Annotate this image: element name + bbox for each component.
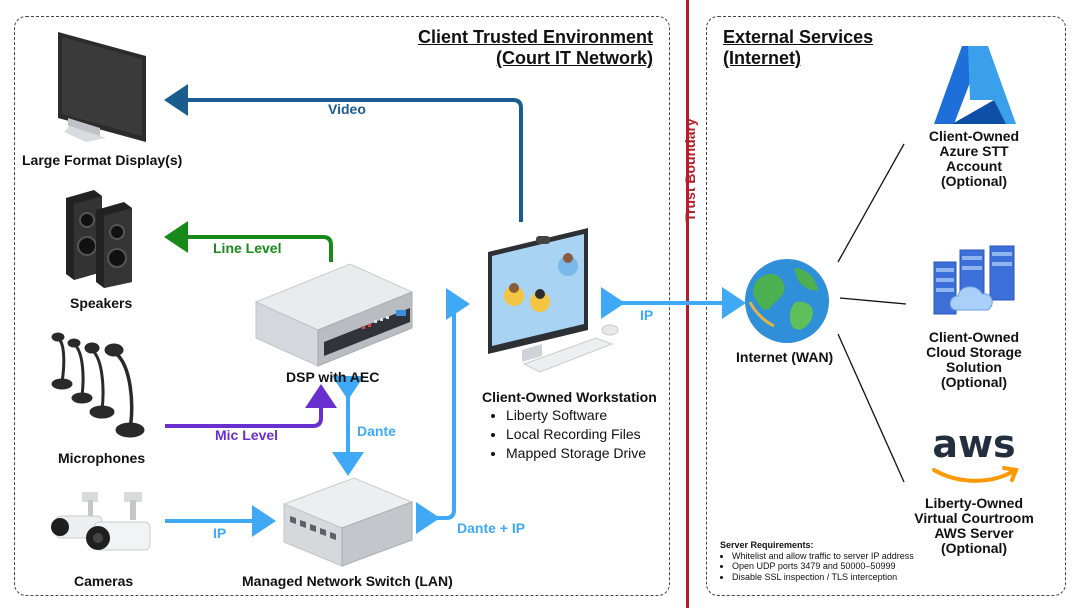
external-zone-title-line2: (Internet): [723, 48, 801, 68]
dante-flow-label: Dante: [357, 423, 396, 439]
workstation-icon: [488, 228, 619, 373]
azure-line-3: Account: [946, 158, 1002, 174]
client-zone-title: Client Trusted Environment (Court IT Net…: [418, 27, 653, 69]
azure-line-1: Client-Owned: [928, 128, 1020, 144]
cameras-icon: [51, 492, 151, 551]
dsp-label: DSP with AEC: [286, 369, 380, 385]
external-zone-title-line1: External Services: [723, 27, 874, 47]
internet-to-cloud-line: [839, 297, 907, 305]
dante-ip-flow-label: Dante + IP: [457, 520, 526, 536]
video-arrow: [164, 84, 523, 222]
server-requirements-title: Server Requirements:: [720, 540, 814, 550]
switch-label: Managed Network Switch (LAN): [242, 573, 453, 589]
cloud-storage-service-label: Client-Owned Cloud Storage Solution (Opt…: [904, 330, 1044, 390]
azure-service-label: Client-Owned Azure STT Account (Optional…: [904, 129, 1044, 189]
speakers-icon: [66, 190, 132, 288]
cloud-line-4: (Optional): [940, 374, 1008, 390]
microphones-icon: [51, 332, 145, 438]
requirement-item: Disable SSL inspection / TLS interceptio…: [732, 572, 914, 583]
display-label: Large Format Display(s): [22, 152, 183, 168]
cloud-storage-icon: [933, 245, 1015, 315]
ip-cameras-flow-label: IP: [213, 525, 227, 541]
requirement-item: Open UDP ports 3479 and 50000–50999: [732, 561, 914, 572]
internet-globe-icon: [745, 259, 829, 343]
aws-line-4: (Optional): [940, 540, 1008, 556]
dsp-icon: [254, 263, 414, 367]
aws-line-3: AWS Server: [934, 525, 1014, 541]
mic-level-arrow: [165, 384, 337, 428]
speakers-label: Speakers: [70, 295, 133, 311]
requirement-item: Whitelist and allow traffic to server IP…: [732, 551, 914, 562]
aws-line-1: Liberty-Owned: [924, 495, 1023, 511]
internet-label: Internet (WAN): [736, 349, 834, 365]
video-flow-label: Video: [328, 101, 366, 117]
azure-line-4: (Optional): [940, 173, 1008, 189]
client-trusted-environment-zone: Client Trusted Environment (Court IT Net…: [14, 16, 670, 596]
feature-item: Local Recording Files: [506, 425, 646, 444]
workstation-label: Client-Owned Workstation: [482, 389, 657, 405]
dante-ip-arrow: [416, 288, 470, 534]
azure-logo-icon: [934, 46, 1016, 124]
azure-line-2: Azure STT: [939, 143, 1009, 159]
cloud-line-3: Solution: [946, 359, 1002, 375]
aws-service-label: Liberty-Owned Virtual Courtroom AWS Serv…: [899, 496, 1049, 556]
feature-item: Liberty Software: [506, 406, 646, 425]
cloud-line-2: Cloud Storage: [926, 344, 1022, 360]
aws-logo-text: aws: [932, 422, 1016, 466]
workstation-feature-list: Liberty Software Local Recording Files M…: [488, 406, 646, 463]
aws-smile-icon: [932, 466, 1019, 483]
internet-to-aws-line: [837, 333, 905, 483]
line-level-flow-label: Line Level: [213, 240, 282, 256]
line-level-arrow: [164, 221, 333, 262]
feature-item: Mapped Storage Drive: [506, 444, 646, 463]
display-icon: [58, 32, 146, 142]
ip-internet-flow-label: IP: [640, 307, 654, 323]
network-switch-icon: [282, 477, 414, 567]
cameras-label: Cameras: [74, 573, 134, 589]
aws-line-2: Virtual Courtroom: [914, 510, 1034, 526]
external-zone-title: External Services (Internet): [723, 27, 873, 69]
internet-to-azure-line: [837, 143, 905, 263]
microphones-label: Microphones: [58, 450, 146, 466]
server-requirements: Server Requirements: Whitelist and allow…: [720, 540, 914, 582]
mic-level-flow-label: Mic Level: [215, 427, 279, 443]
cloud-line-1: Client-Owned: [928, 329, 1020, 345]
client-zone-title-line1: Client Trusted Environment: [417, 27, 653, 47]
client-zone-title-line2: (Court IT Network): [496, 48, 653, 68]
